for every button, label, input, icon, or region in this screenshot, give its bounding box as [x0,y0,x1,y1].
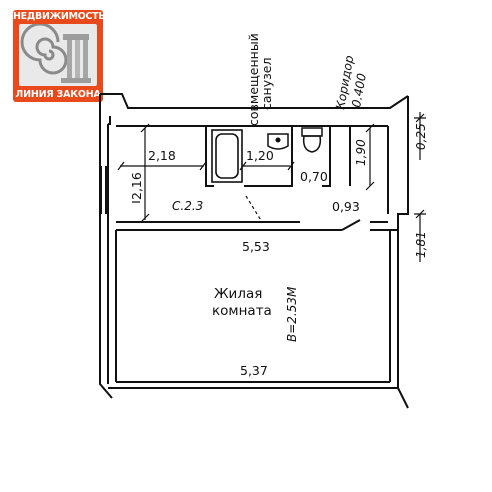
ionic-column-spiral-icon [20,22,91,83]
corridor-area: 0.400 [349,72,369,109]
dim-bottom-093: 0,93 [332,199,360,214]
logo-bottom-text: ЛИНИЯ ЗАКОНА [15,89,101,100]
dim-bath-width: 1,20 [246,148,274,163]
logo-top-text: НЕДВИЖИМОСТЬ [13,11,103,22]
bathroom-right-wall [284,126,293,187]
right-outer-wall [397,96,409,409]
dim-living-top: 5,53 [242,239,270,254]
ceiling-height-label: B=2.53M [285,286,299,342]
bathroom-label-line2: санузел [259,58,274,110]
dim-right-wall-025: 0,25 [414,123,428,150]
door-leaf [341,219,361,231]
dim-right-181: 1,81 [414,231,428,258]
dim-toilet-width: 0,70 [300,169,328,184]
bathroom-left-wall [205,126,214,187]
dim-left-height: 2,16 [129,172,144,200]
living-room-label-line2: комната [212,303,272,319]
left-window [100,166,107,214]
dim-top-left-width: 2,18 [148,148,176,163]
top-outer-wall [100,93,409,109]
company-logo: НЕДВИЖИМОСТЬ ЛИНИЯ ЗАКОНА [13,10,103,102]
middle-partition [116,221,398,231]
dim-c23: C.2.3 [172,199,203,213]
left-outer-wall [99,94,113,399]
bathroom-label-line1: совмещенный [246,33,261,126]
door-swing [245,195,263,223]
toilet [301,127,323,153]
toilet-right-wall [322,126,331,187]
walls [99,93,409,409]
living-room-bottom-wall [108,381,398,389]
dim-living-bottom: 5,37 [240,363,268,378]
living-room-label-line1: Жилая [214,286,262,302]
dimension-ticks [117,113,425,223]
logo-panel [19,22,97,86]
bathtub [211,129,243,183]
dim-top-right-height: 1,90 [354,139,368,166]
sink [267,133,289,150]
dimension-lines [120,112,426,262]
top-inner-wall [108,116,111,125]
